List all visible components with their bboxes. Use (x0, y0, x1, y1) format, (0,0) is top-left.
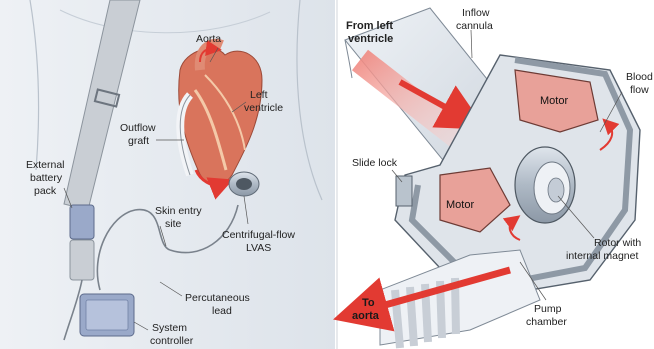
battery-pack-upper (70, 205, 94, 239)
right-panel: From left ventricle Inflow cannula Blood… (338, 0, 654, 349)
label-percutaneous-2: lead (212, 305, 232, 317)
label-slide-lock: Slide lock (352, 157, 398, 169)
label-to-aorta-2: aorta (352, 310, 380, 322)
label-system-controller-1: System (152, 322, 187, 334)
label-centrifugal-2: LVAS (246, 242, 271, 254)
label-rotor-1: Rotor with (594, 237, 641, 249)
left-panel: Aorta Left ventricle Outflow graft Exter… (0, 0, 335, 349)
label-pump-1: Pump (534, 303, 562, 315)
label-system-controller-2: controller (150, 335, 194, 347)
lvas-pump (229, 172, 259, 196)
label-percutaneous-1: Percutaneous (185, 292, 250, 304)
label-left-ventricle-2: ventricle (244, 102, 283, 114)
label-inflow-1: Inflow (462, 7, 490, 19)
label-outflow-graft-2: graft (128, 135, 149, 147)
battery-pack-lower (70, 240, 94, 280)
slide-lock (396, 176, 412, 206)
label-skin-entry-2: site (165, 218, 182, 230)
label-from-left-1: From left (346, 20, 393, 32)
label-blood-flow-2: flow (630, 84, 649, 96)
label-external-battery-2: battery (30, 172, 63, 184)
label-rotor-2: internal magnet (566, 250, 638, 262)
label-motor-bottom: Motor (446, 199, 474, 211)
label-centrifugal-1: Centrifugal-flow (222, 229, 295, 241)
rotor (515, 147, 575, 223)
label-blood-flow-1: Blood (626, 71, 653, 83)
controller-screen (86, 300, 128, 330)
label-motor-top: Motor (540, 95, 568, 107)
label-to-aorta-1: To (362, 297, 375, 309)
label-inflow-2: cannula (456, 20, 493, 32)
label-outflow-graft-1: Outflow (120, 122, 156, 134)
label-external-battery-1: External (26, 159, 65, 171)
label-from-left-2: ventricle (348, 33, 393, 45)
label-external-battery-3: pack (34, 185, 57, 197)
label-pump-2: chamber (526, 316, 567, 328)
label-skin-entry-1: Skin entry (155, 205, 202, 217)
label-aorta: Aorta (196, 33, 221, 45)
label-left-ventricle-1: Left (250, 89, 268, 101)
